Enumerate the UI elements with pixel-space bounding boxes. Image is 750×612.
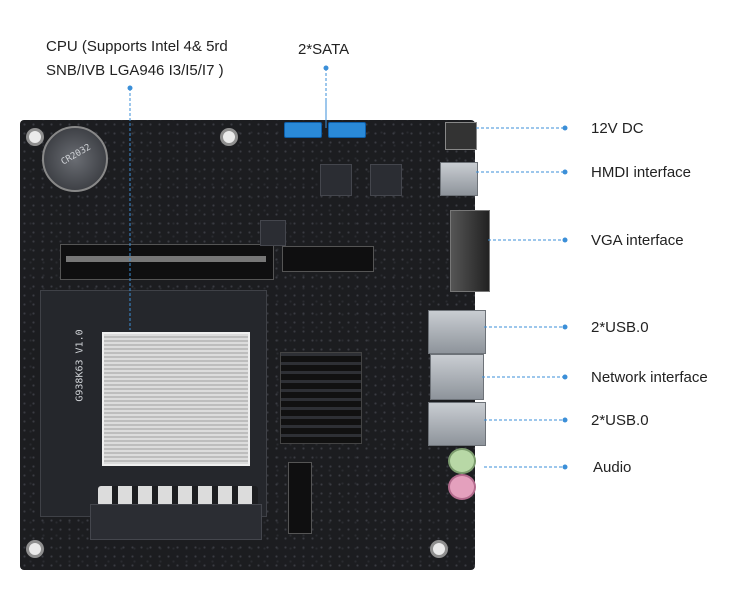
sata-port-2 (328, 122, 366, 138)
cpu-label-line2: SNB/IVB LGA946 I3/I5/I7 ) (46, 62, 224, 79)
usb-port-top (428, 310, 486, 354)
mounting-hole (26, 128, 44, 146)
chip (260, 220, 286, 246)
chipset-heatsink (280, 352, 362, 444)
cmos-battery (42, 126, 108, 192)
audio-jack-pink (448, 474, 476, 500)
network-label: Network interface (591, 369, 708, 386)
hdmi-port (440, 162, 478, 196)
dc-label: 12V DC (591, 120, 644, 137)
mounting-hole (220, 128, 238, 146)
vga-label: VGA interface (591, 232, 684, 249)
cpu-label-line1: CPU (Supports Intel 4& 5rd (46, 38, 228, 55)
vga-port (450, 210, 490, 292)
hdmi-label: HMDI interface (591, 164, 692, 181)
sata-label: 2*SATA (298, 41, 350, 58)
usb-top-label: 2*USB.0 (591, 319, 649, 336)
ethernet-port (430, 354, 484, 400)
audio-jack-green (448, 448, 476, 474)
capacitor-row (98, 486, 258, 506)
memory-slot-contacts (66, 256, 266, 262)
motherboard-photo: CR2032 G938K63 V1.0 (20, 120, 490, 570)
msata-slot (282, 246, 374, 272)
dc-jack (445, 122, 477, 150)
minipcie-slot (288, 462, 312, 534)
chip (370, 164, 402, 196)
usb-port-bottom (428, 402, 486, 446)
audio-label: Audio (593, 459, 632, 476)
memory-slot (60, 244, 274, 280)
cpu-socket (102, 332, 250, 466)
sata-port-1 (284, 122, 322, 138)
mounting-hole (430, 540, 448, 558)
chip (320, 164, 352, 196)
mounting-hole (26, 540, 44, 558)
vrm-chokes (90, 504, 262, 540)
usb-bottom-label: 2*USB.0 (591, 412, 649, 429)
